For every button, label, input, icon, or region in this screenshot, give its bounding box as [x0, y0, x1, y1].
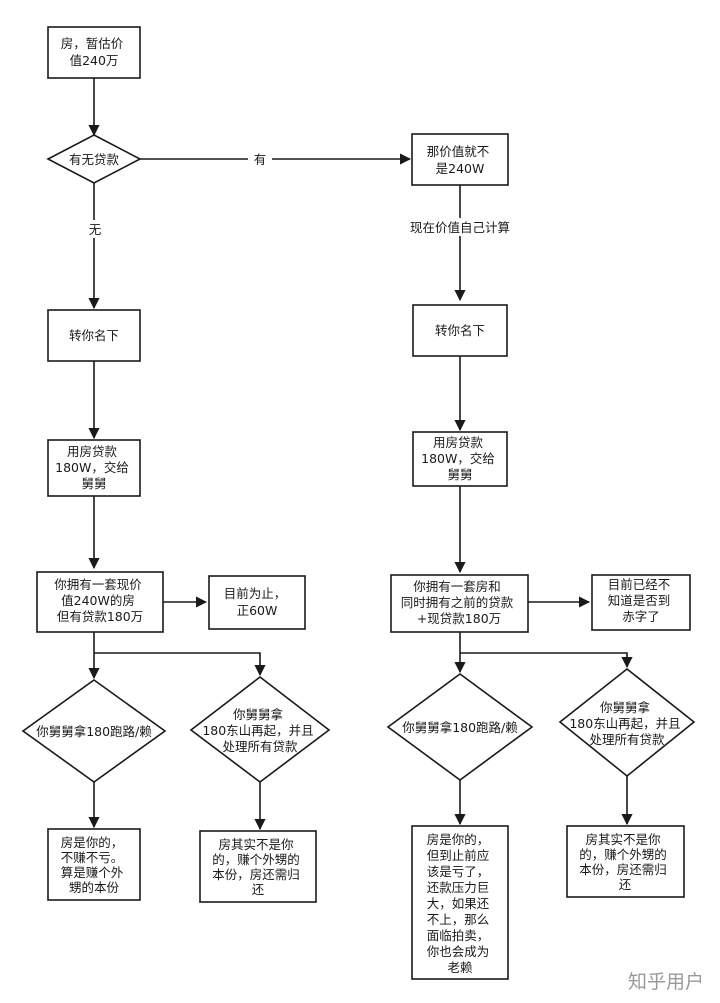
node-start-text: 房，暂估价 值240万 [61, 36, 128, 68]
node-decision-rise-right-line: 你舅舅拿 [600, 700, 651, 715]
node-outcome-rise-left-line: 的，赚个外甥的 [212, 852, 300, 867]
node-result-right-line: 知道是否到 [608, 593, 671, 608]
node-outcome-run-right-line: 老赖 [447, 960, 473, 975]
node-state-left-line: 但有贷款180万 [57, 609, 143, 624]
node-result-left-line: 目前为止， [224, 586, 287, 601]
node-loan-left [47, 439, 141, 497]
node-outcome-rise-right-line: 还 [619, 877, 632, 892]
node-transfer-right-line: 转你名下 [435, 323, 485, 338]
node-outcome-run-left-line: 甥的本份 [69, 880, 120, 895]
node-loan-right-text: 用房贷款 180W，交给 舅舅 [421, 435, 499, 482]
node-decision-loan-line: 有无贷款 [69, 152, 120, 167]
watermark: 知乎用户 [628, 971, 704, 993]
node-decision-rise-right-text: 你舅舅拿 180东山再起，并且 处理所有贷款 [569, 700, 684, 747]
node-outcome-run-right-line: 还款压力巨 [427, 880, 490, 895]
node-decision-rise-left-text: 你舅舅拿 180东山再起，并且 处理所有贷款 [202, 707, 317, 754]
node-decision-rise-left-line: 你舅舅拿 [233, 707, 284, 722]
node-value-not-240-line: 是240W [436, 161, 485, 176]
node-result-right-text: 目前已经不 知道是否到 赤字了 [608, 577, 675, 624]
node-outcome-run-right-line: 面临拍卖， [427, 928, 490, 943]
node-outcome-run-left [47, 828, 141, 901]
node-loan-right [412, 431, 508, 487]
node-outcome-run-left-line: 算是赚个外 [61, 865, 124, 880]
node-outcome-run-left-text: 房是你的， 不赚不亏。 算是赚个外 甥的本份 [61, 835, 128, 895]
node-result-left [208, 575, 306, 630]
node-loan-left-line: 用房贷款 [67, 444, 118, 459]
node-decision-rise-left-line: 180东山再起，并且 [202, 723, 313, 738]
node-decision-rise-right-line: 180东山再起，并且 [569, 716, 680, 731]
node-outcome-run-right-line: 房是你的， [427, 832, 490, 847]
node-decision-loan [46, 134, 142, 184]
node-result-left-line: 正60W [237, 603, 278, 618]
node-decision-run-left-line: 你舅舅拿180跑路/赖 [36, 724, 152, 739]
node-outcome-run-left-line: 房是你的， [61, 835, 124, 850]
node-state-left-line: 你拥有一套现价 [54, 577, 142, 592]
edge-state-right-to-rise-right [460, 652, 633, 669]
node-state-right-line: 你拥有一套房和 [413, 579, 501, 594]
node-outcome-rise-right-line: 本份，房还需归 [579, 862, 667, 877]
node-decision-run-left-text: 你舅舅拿180跑路/赖 [36, 724, 152, 739]
node-value-not-240-line: 那价值就不 [427, 144, 490, 159]
node-value-not-240 [411, 133, 509, 186]
node-outcome-rise-left-line: 房其实不是你 [219, 837, 294, 852]
node-decision-rise-right-line: 处理所有贷款 [589, 732, 665, 747]
node-state-left [36, 571, 164, 633]
edge-label-no: 无 [89, 222, 102, 237]
node-state-left-line: 值240W的房 [61, 593, 135, 608]
node-outcome-rise-left-line: 本份，房还需归 [212, 867, 300, 882]
node-result-right [591, 574, 691, 631]
node-outcome-run-right [411, 825, 509, 980]
node-outcome-rise-right-line: 的，赚个外甥的 [579, 847, 667, 862]
node-decision-run-right [386, 673, 534, 781]
node-outcome-run-right-line: 大，如果还 [427, 896, 490, 911]
node-transfer-left-text: 转你名下 [69, 328, 119, 343]
node-decision-rise-left [189, 675, 331, 784]
node-value-not-240-text: 那价值就不 是240W [427, 144, 494, 176]
node-decision-rise-left-line: 处理所有贷款 [222, 739, 298, 754]
node-outcome-run-right-line: 你也会成为 [427, 944, 490, 959]
node-decision-run-left [21, 679, 167, 783]
node-result-left-text: 目前为止， 正60W [224, 586, 291, 618]
node-state-right-line: +现贷款180万 [417, 611, 501, 626]
node-result-right-line: 赤字了 [622, 609, 660, 624]
edge-label-yes: 有 [254, 152, 267, 167]
node-loan-left-line: 舅舅 [81, 476, 106, 491]
node-outcome-rise-left [199, 830, 317, 903]
node-outcome-run-right-text: 房是你的， 但到止前应 该是亏了， 还款压力巨 大，如果还 不上，那么 面临拍卖… [427, 832, 494, 975]
node-loan-left-line: 180W，交给 [55, 460, 129, 475]
node-state-right [390, 574, 529, 633]
edge-state-left-to-rise-left [94, 652, 266, 677]
node-outcome-run-right-line: 该是亏了， [427, 864, 490, 879]
node-transfer-left [47, 309, 141, 362]
node-loan-right-line: 180W，交给 [421, 451, 495, 466]
node-decision-run-right-text: 你舅舅拿180跑路/赖 [402, 720, 518, 735]
node-loan-right-line: 舅舅 [447, 467, 472, 482]
node-transfer-right-text: 转你名下 [435, 323, 485, 338]
node-result-right-line: 目前已经不 [608, 577, 671, 592]
node-outcome-run-right-line: 不上，那么 [427, 912, 490, 927]
node-state-right-text: 你拥有一套房和 同时拥有之前的贷款 +现贷款180万 [401, 579, 518, 626]
node-outcome-rise-right-text: 房其实不是你 的，赚个外甥的 本份，房还需归 还 [579, 832, 671, 892]
node-transfer-left-line: 转你名下 [69, 328, 119, 343]
node-transfer-right [412, 304, 508, 357]
node-outcome-rise-left-text: 房其实不是你 的，赚个外甥的 本份，房还需归 还 [212, 837, 304, 897]
node-outcome-rise-left-line: 还 [252, 882, 265, 897]
node-decision-loan-text: 有无贷款 [69, 152, 120, 167]
node-loan-left-text: 用房贷款 180W，交给 舅舅 [55, 444, 133, 491]
edge-label-self-calc: 现在价值自己计算 [410, 220, 510, 235]
node-decision-rise-right [558, 667, 696, 778]
node-state-right-line: 同时拥有之前的贷款 [401, 595, 514, 610]
node-outcome-rise-right [566, 825, 685, 898]
node-start-line: 房，暂估价 [61, 36, 124, 51]
node-start [47, 26, 141, 79]
node-start-line: 值240万 [70, 53, 119, 68]
node-outcome-run-right-line: 但到止前应 [427, 848, 490, 863]
node-decision-run-right-line: 你舅舅拿180跑路/赖 [402, 720, 518, 735]
node-outcome-run-left-line: 不赚不亏。 [61, 850, 124, 865]
node-labels: 房，暂估价 值240万 有无贷款 那价值就不 是240W 转你名下 转你名下 用… [36, 36, 684, 975]
node-state-left-text: 你拥有一套现价 值240W的房 但有贷款180万 [54, 577, 146, 624]
node-loan-right-line: 用房贷款 [433, 435, 484, 450]
node-outcome-rise-right-line: 房其实不是你 [586, 832, 661, 847]
